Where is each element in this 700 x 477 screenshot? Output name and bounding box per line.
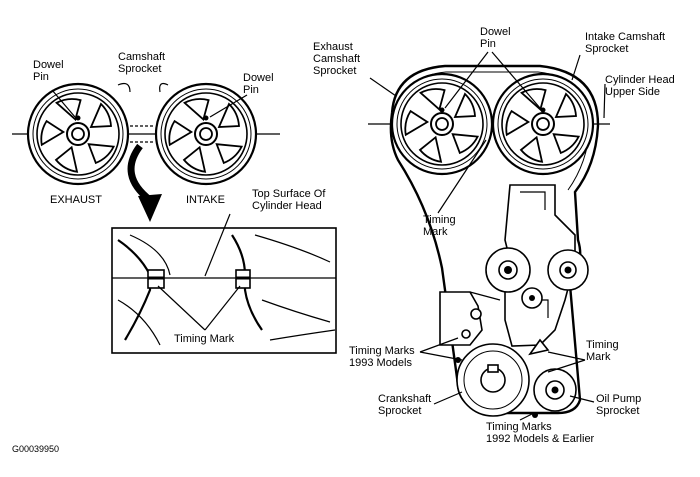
oil-pump-sprocket xyxy=(533,368,577,412)
dowel-pin-left-in xyxy=(203,115,209,121)
tensioner-pulley xyxy=(485,247,531,293)
intake-sprocket-right xyxy=(491,72,595,176)
engine-assembly xyxy=(368,51,610,421)
exhaust-sprocket-right xyxy=(390,72,494,176)
dowel-pin-left-ex xyxy=(75,115,81,121)
inset-arrow xyxy=(127,143,153,203)
crankshaft-sprocket xyxy=(456,343,530,417)
idler-pulley-right xyxy=(547,249,589,291)
figure-id: G00039950 xyxy=(12,444,59,454)
exhaust-sprocket-left xyxy=(26,82,130,186)
inset-box xyxy=(111,213,337,354)
exhaust-label: EXHAUST xyxy=(50,194,102,206)
idler-pulley-small xyxy=(521,287,543,309)
intake-label: INTAKE xyxy=(186,194,225,206)
timing-mark-inset-label: Timing Mark xyxy=(174,333,235,345)
left-sprocket-pair xyxy=(12,82,280,186)
